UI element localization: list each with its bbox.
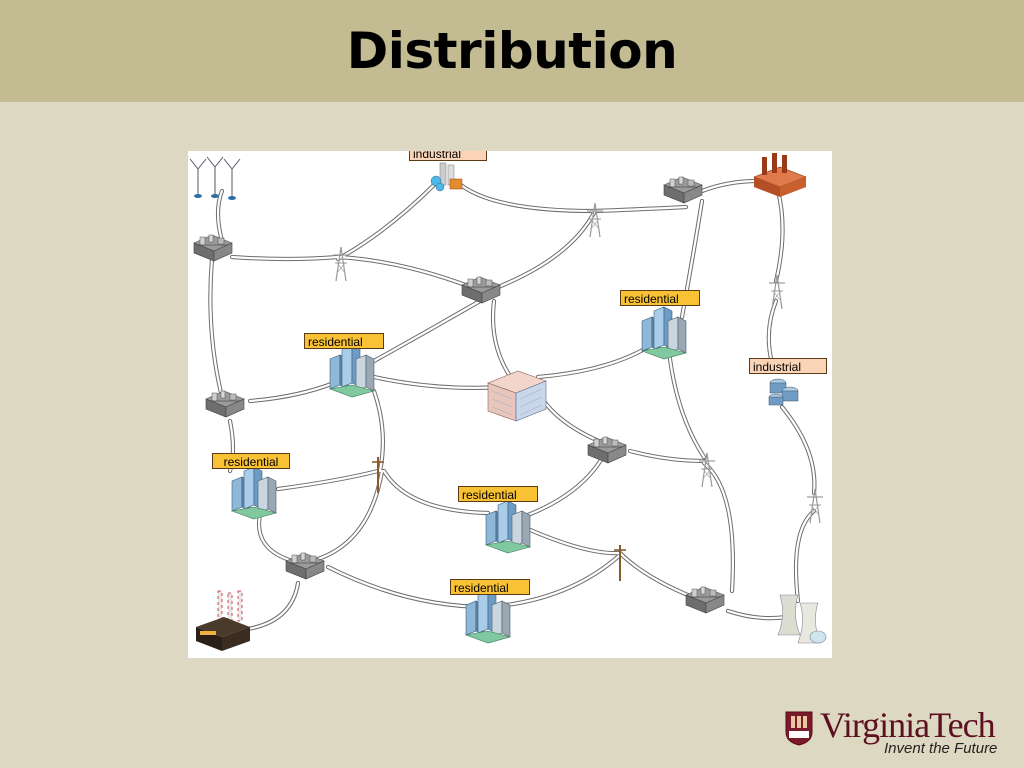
factory-icon: [753, 153, 807, 197]
industrial-tanks-icon: [768, 378, 799, 406]
wind-turbines-icon: [189, 156, 241, 200]
virginia-tech-logo: VirginiaTech Invent the Future: [784, 705, 1016, 760]
label-residential-center-left: residential: [304, 333, 384, 349]
slide-title: Distribution: [346, 22, 678, 80]
logo-tagline: Invent the Future: [884, 740, 998, 757]
industrial-plant-icon: [430, 162, 463, 192]
label-residential-bottom: residential: [450, 579, 530, 595]
office-building-icon: [487, 370, 547, 422]
network-graphic: [189, 153, 827, 651]
label-residential-left: residential: [212, 453, 290, 469]
title-bar: [0, 0, 1024, 102]
cooling-towers-icon: [777, 594, 827, 644]
power-plant-icon: [196, 590, 250, 651]
label-industrial-top: industrial: [409, 151, 487, 161]
logo-wordmark: VirginiaTech: [820, 705, 996, 745]
distribution-network-diagram: industrial residential residential indus…: [188, 151, 832, 658]
label-residential-middle: residential: [458, 486, 538, 502]
university-seal-icon: [785, 711, 813, 746]
substation-icon: [193, 176, 725, 614]
label-industrial-right: industrial: [749, 358, 827, 374]
label-residential-right: residential: [620, 290, 700, 306]
